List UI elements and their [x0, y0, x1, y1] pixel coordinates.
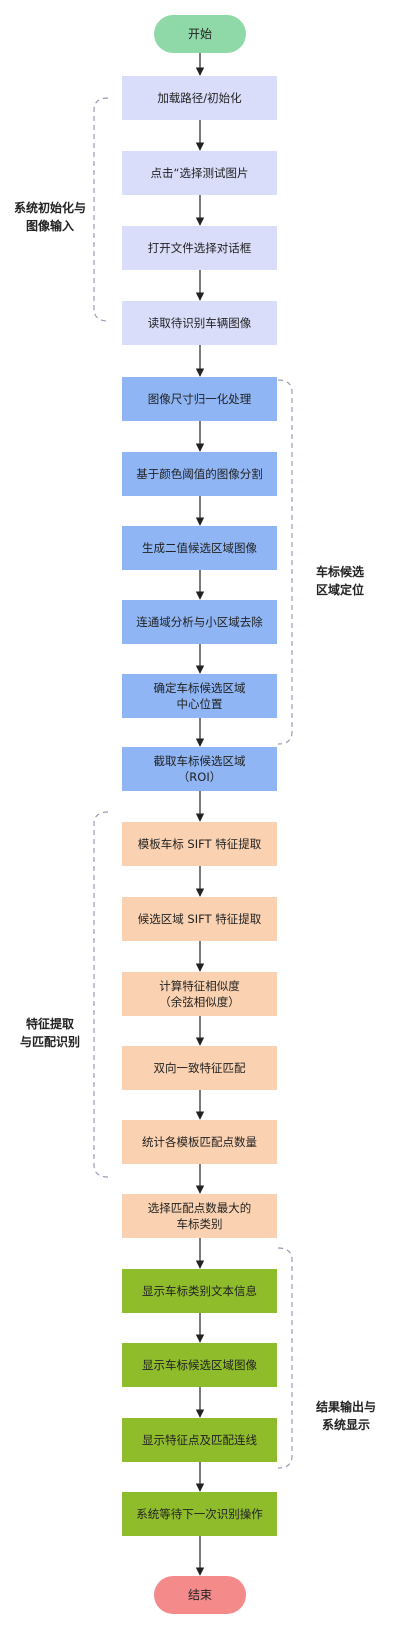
step-4: 读取待识别车辆图像	[122, 301, 277, 345]
step-5: 图像尺寸归一化处理	[122, 377, 277, 421]
step-12: 候选区域 SIFT 特征提取	[122, 897, 277, 941]
step-17: 显示车标类别文本信息	[122, 1269, 277, 1313]
step-8: 连通域分析与小区域去除	[122, 600, 277, 644]
step-10: 截取车标候选区域 （ROI）	[122, 747, 277, 791]
step-7: 生成二值候选区域图像	[122, 526, 277, 570]
group-label-feature-match: 特征提取 与匹配识别	[19, 1017, 80, 1049]
step-2: 点击“选择测试图片	[122, 151, 277, 195]
group-bracket-2	[277, 379, 293, 745]
step-13: 计算特征相似度 （余弦相似度）	[122, 972, 277, 1016]
step-18: 显示车标候选区域图像	[122, 1343, 277, 1387]
step-16: 选择匹配点数最大的 车标类别	[122, 1194, 277, 1238]
group-bracket-4	[277, 1247, 293, 1469]
start-node: 开始	[154, 15, 246, 53]
group-label-result-display: 结果输出与 系统显示	[315, 1400, 376, 1432]
end-node: 结束	[154, 1576, 246, 1614]
group-label-system-init: 系统初始化与 图像输入	[13, 201, 86, 233]
step-6: 基于颜色阈值的图像分割	[122, 452, 277, 496]
step-11: 模板车标 SIFT 特征提取	[122, 822, 277, 866]
group-bracket-1	[93, 97, 109, 322]
group-bracket-3	[93, 811, 109, 1178]
step-19: 显示特征点及匹配连线	[122, 1418, 277, 1462]
group-label-candidate-locate: 车标候选 区域定位	[315, 565, 364, 597]
step-15: 统计各模板匹配点数量	[122, 1120, 277, 1164]
step-9: 确定车标候选区域 中心位置	[122, 674, 277, 718]
step-14: 双向一致特征匹配	[122, 1046, 277, 1090]
step-3: 打开文件选择对话框	[122, 226, 277, 270]
step-20: 系统等待下一次识别操作	[122, 1492, 277, 1536]
step-1: 加载路径/初始化	[122, 76, 277, 120]
